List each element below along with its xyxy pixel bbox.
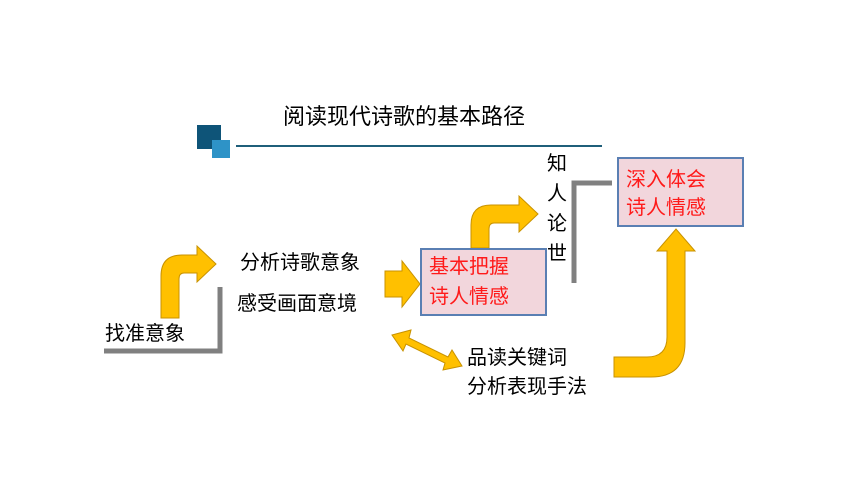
label-know-person-4: 世 <box>547 241 567 265</box>
box-deep-emotion <box>617 157 744 227</box>
label-know-person-1: 知 <box>547 151 567 175</box>
box-grasp-emotion <box>420 248 547 316</box>
label-know-person-2: 人 <box>547 181 567 205</box>
label-feel-scene: 感受画面意境 <box>237 291 357 315</box>
title-square-light <box>212 140 230 158</box>
title-underline <box>236 145 602 147</box>
box-deep-emotion-line2: 诗人情感 <box>626 195 706 219</box>
curved-arrow-3 <box>613 228 697 378</box>
label-analyze-technique: 分析表现手法 <box>467 374 587 398</box>
double-arrow <box>391 329 463 371</box>
box-grasp-emotion-line2: 诗人情感 <box>429 284 509 308</box>
bracket-left <box>104 287 223 354</box>
right-arrow <box>384 259 421 309</box>
label-read-keywords: 品读关键词 <box>467 345 567 369</box>
box-grasp-emotion-line1: 基本把握 <box>429 254 509 278</box>
label-analyze-imagery: 分析诗歌意象 <box>240 250 360 274</box>
box-deep-emotion-line1: 深入体会 <box>626 167 706 191</box>
curved-arrow-1 <box>160 244 217 319</box>
curved-arrow-2 <box>470 194 539 249</box>
label-know-person-3: 论 <box>547 211 567 235</box>
diagram-title: 阅读现代诗歌的基本路径 <box>283 105 526 130</box>
label-find-imagery: 找准意象 <box>105 321 185 345</box>
bracket-right <box>571 180 612 283</box>
